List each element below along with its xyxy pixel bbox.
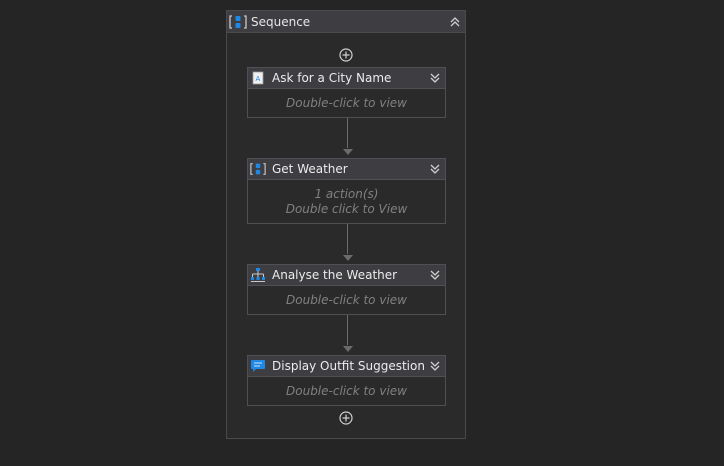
activity-hint: Double-click to view: [286, 96, 407, 110]
sequence-icon: [250, 161, 266, 177]
activity-body[interactable]: 1 action(s) Double click to View: [248, 180, 445, 224]
activity-get-weather[interactable]: Get Weather 1 action(s) Double click to …: [247, 158, 446, 224]
sequence-icon: [229, 14, 247, 30]
expand-icon[interactable]: [427, 161, 443, 177]
sequence-container[interactable]: Sequence A Ask for a City Name: [226, 10, 466, 439]
activity-body[interactable]: Double-click to view: [248, 377, 445, 406]
sequence-header[interactable]: Sequence: [227, 11, 465, 33]
activity-title: Display Outfit Suggestion: [272, 359, 425, 373]
expand-icon[interactable]: [427, 70, 443, 86]
connector-line: [347, 118, 348, 148]
connector-arrow: [343, 346, 353, 352]
activity-header[interactable]: Get Weather: [248, 159, 445, 180]
connector-arrow: [343, 149, 353, 155]
svg-text:A: A: [256, 75, 261, 83]
flowchart-icon: [250, 267, 266, 283]
activity-header[interactable]: Display Outfit Suggestion: [248, 356, 445, 377]
sequence-title: Sequence: [251, 14, 311, 29]
activity-hint: Double click to View: [285, 202, 408, 216]
activity-hint: Double-click to view: [286, 293, 407, 307]
connector-arrow: [343, 255, 353, 261]
message-box-icon: [250, 358, 266, 374]
activity-title: Ask for a City Name: [272, 71, 392, 85]
input-dialog-icon: A: [250, 70, 266, 86]
connector-line: [347, 224, 348, 254]
add-activity-bottom-icon[interactable]: [339, 410, 353, 425]
expand-icon[interactable]: [427, 267, 443, 283]
activity-title: Get Weather: [272, 162, 348, 176]
activity-body[interactable]: Double-click to view: [248, 89, 445, 118]
activity-header[interactable]: Analyse the Weather: [248, 265, 445, 286]
activity-title: Analyse the Weather: [272, 268, 398, 282]
connector-line: [347, 315, 348, 345]
activity-ask-city[interactable]: A Ask for a City Name Double-click to vi…: [247, 67, 446, 118]
expand-icon[interactable]: [427, 358, 443, 374]
add-activity-top-icon[interactable]: [339, 47, 353, 62]
activity-body[interactable]: Double-click to view: [248, 286, 445, 315]
activity-analyse-weather[interactable]: Analyse the Weather Double-click to view: [247, 264, 446, 315]
activity-hint: Double-click to view: [286, 384, 407, 398]
activity-display-outfit[interactable]: Display Outfit Suggestion Double-click t…: [247, 355, 446, 406]
collapse-icon[interactable]: [447, 14, 463, 30]
activity-action-count: 1 action(s): [314, 187, 379, 201]
activity-header[interactable]: A Ask for a City Name: [248, 68, 445, 89]
